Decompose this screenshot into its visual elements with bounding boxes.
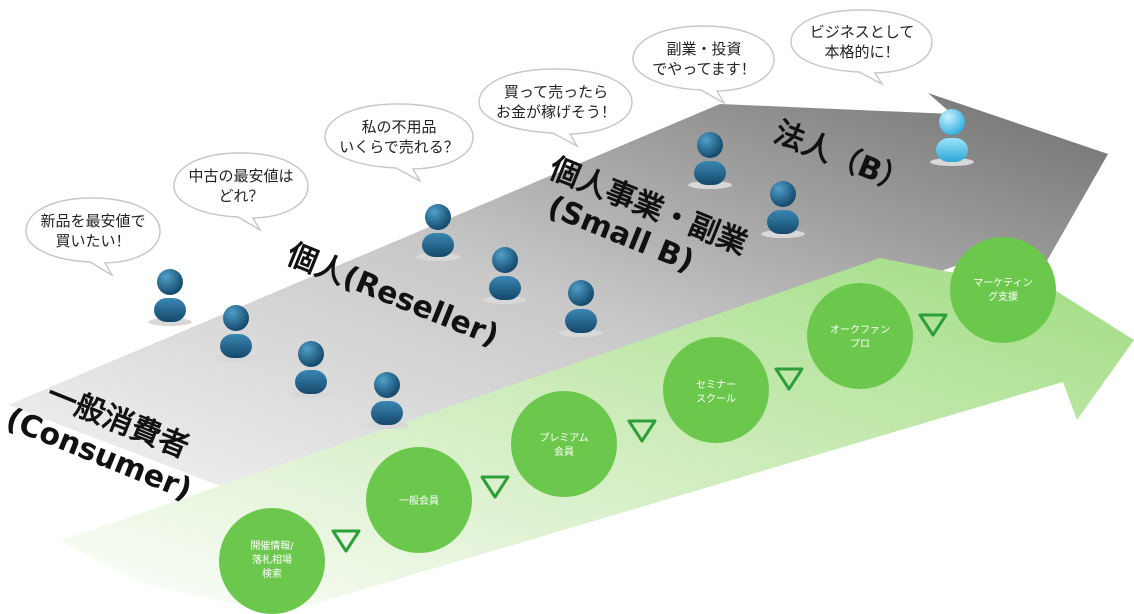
person-icon xyxy=(214,305,258,362)
service-label-line: プレミアム xyxy=(539,432,588,444)
service-label-line: 会員 xyxy=(554,445,574,458)
speech-bubble: 私の不用品 いくらで売れる？ xyxy=(324,103,474,183)
speech-bubble: 副業・投資 でやってます！ xyxy=(632,25,775,106)
bubble-line: 新品を最安値で xyxy=(40,212,145,230)
service-circle: 開催情報/ 落札相場 検索 xyxy=(219,508,325,614)
step-triangle-icon xyxy=(774,367,804,391)
person-icons xyxy=(148,109,974,429)
bubble-line: 買いたい！ xyxy=(55,232,130,250)
step-triangle-icon xyxy=(918,313,948,337)
step-triangle-icon xyxy=(627,419,657,443)
step-triangle-icon xyxy=(331,529,361,553)
service-circle: セミナー スクール xyxy=(663,337,769,443)
progress-arrow-gray xyxy=(8,93,1108,505)
service-label-line: マーケティン xyxy=(973,277,1032,289)
bubble-line: 本格的に！ xyxy=(824,43,899,61)
bubble-line: 中古の最安値は xyxy=(188,167,293,185)
step-triangles xyxy=(331,313,948,553)
speech-bubble: 買って売ったら お金が稼げそう！ xyxy=(478,68,633,148)
service-circle: オークファン プロ xyxy=(807,283,913,389)
person-icon xyxy=(416,204,460,261)
bubble-line: ビジネスとして xyxy=(810,23,915,41)
service-label-line: オークファン xyxy=(830,324,890,336)
bubble-line: 副業・投資 xyxy=(666,40,741,58)
bubble-line: お金が稼げそう！ xyxy=(496,103,616,121)
service-label-line: 落札相場 xyxy=(252,553,292,566)
service-label-line: セミナー xyxy=(696,379,736,391)
service-label-line: 検索 xyxy=(262,567,282,580)
step-triangle-icon xyxy=(480,475,510,499)
speech-bubble: 中古の最安値は どれ？ xyxy=(173,152,309,233)
bubble-line: 私の不用品 xyxy=(361,118,436,136)
bubble-line: でやってます！ xyxy=(652,60,756,78)
person-icon xyxy=(289,341,333,398)
service-label-line: 開催情報/ xyxy=(250,539,294,552)
bubble-line: いくらで売れる？ xyxy=(339,138,459,156)
service-label-line: 一般会員 xyxy=(399,494,439,507)
service-label-line: スクール xyxy=(696,393,736,405)
bubble-line: 買って売ったら xyxy=(504,83,608,101)
person-icon xyxy=(148,269,192,326)
speech-bubble: ビジネスとして 本格的に！ xyxy=(790,9,933,86)
person-icon xyxy=(559,280,603,337)
service-circle: プレミアム 会員 xyxy=(511,391,617,497)
person-icon-highlighted xyxy=(930,109,974,166)
service-circle: 一般会員 xyxy=(366,447,472,553)
person-icon xyxy=(761,181,805,238)
person-icon xyxy=(483,247,527,304)
service-label-line: グ支援 xyxy=(988,290,1018,303)
speech-bubble: 新品を最安値で 買いたい！ xyxy=(25,197,161,278)
bubble-line: どれ？ xyxy=(218,187,263,205)
service-label-line: プロ xyxy=(850,338,870,350)
person-icon xyxy=(365,372,409,429)
person-icon xyxy=(688,132,732,189)
service-circle: マーケティン グ支援 xyxy=(950,237,1056,343)
